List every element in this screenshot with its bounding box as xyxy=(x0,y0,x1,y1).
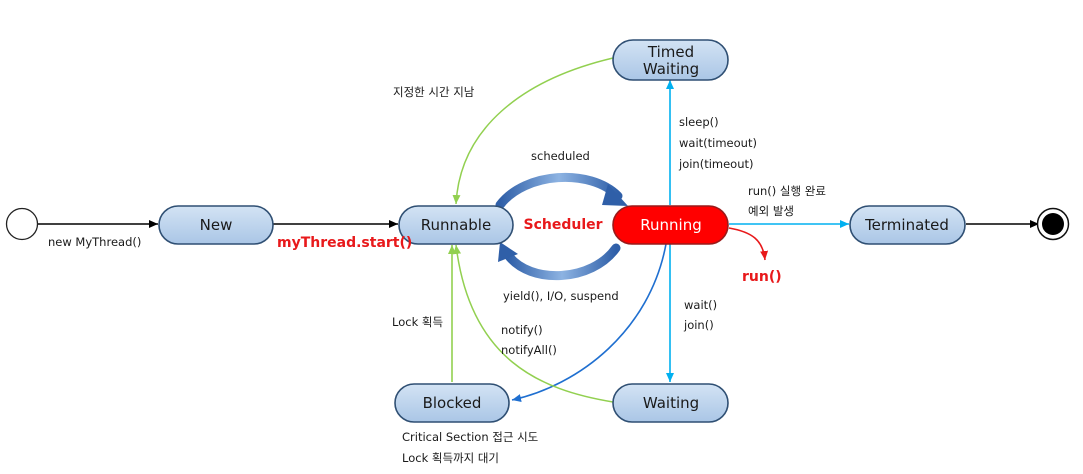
label-run-complete: run() 실행 완료 xyxy=(748,184,826,198)
state-waiting: Waiting xyxy=(612,383,729,423)
edge-running-to-blocked xyxy=(511,243,667,402)
scheduler-arrow-bottom xyxy=(503,243,621,280)
scheduler-arrowhead-top xyxy=(602,184,628,206)
scheduler-label: Scheduler xyxy=(523,217,602,233)
label-critical-section: Critical Section 접근 시도 xyxy=(402,430,538,444)
state-running: Running xyxy=(612,205,729,245)
initial-state-circle xyxy=(5,207,39,241)
label-yield-io-suspend: yield(), I/O, suspend xyxy=(503,289,619,303)
state-blocked-label: Blocked xyxy=(423,394,482,412)
state-new: New xyxy=(158,205,274,245)
scheduler-arrow-top xyxy=(495,172,623,210)
label-wait-timeout: wait(timeout) xyxy=(679,136,757,150)
state-blocked: Blocked xyxy=(394,383,510,423)
edge-timed-waiting-to-runnable xyxy=(452,57,614,205)
label-time-elapsed: 지정한 시간 지남 xyxy=(393,85,475,99)
label-exception: 예외 발생 xyxy=(748,204,794,218)
edge-running-to-run xyxy=(728,227,769,261)
label-join: join() xyxy=(683,318,714,332)
state-terminated: Terminated xyxy=(849,205,966,245)
label-new-mythread: new MyThread() xyxy=(48,235,141,249)
label-sleep: sleep() xyxy=(679,115,719,129)
state-timed-waiting: Timed Waiting xyxy=(612,39,729,81)
state-waiting-label: Waiting xyxy=(643,394,699,412)
state-new-label: New xyxy=(200,216,233,234)
label-run: run() xyxy=(742,269,782,285)
edge-waiting-to-runnable xyxy=(453,244,614,403)
label-notify: notify() xyxy=(501,323,543,337)
state-runnable-label: Runnable xyxy=(421,216,491,234)
label-notify-all: notifyAll() xyxy=(501,343,557,357)
state-timed-waiting-label-line1: Timed xyxy=(647,43,694,61)
final-state xyxy=(1036,207,1070,241)
label-scheduled: scheduled xyxy=(531,149,590,163)
label-lock-acquire: Lock 획득 xyxy=(392,315,443,329)
label-join-timeout: join(timeout) xyxy=(678,157,754,171)
label-lock-wait: Lock 획득까지 대기 xyxy=(402,451,499,465)
label-mythread-start: myThread.start() xyxy=(277,235,412,251)
state-runnable: Runnable xyxy=(398,205,514,245)
label-wait: wait() xyxy=(684,298,717,312)
state-timed-waiting-label-line2: Waiting xyxy=(643,60,699,78)
state-running-label: Running xyxy=(640,216,701,234)
scheduler-arrowhead-bottom xyxy=(498,242,518,262)
state-terminated-label: Terminated xyxy=(864,216,949,234)
